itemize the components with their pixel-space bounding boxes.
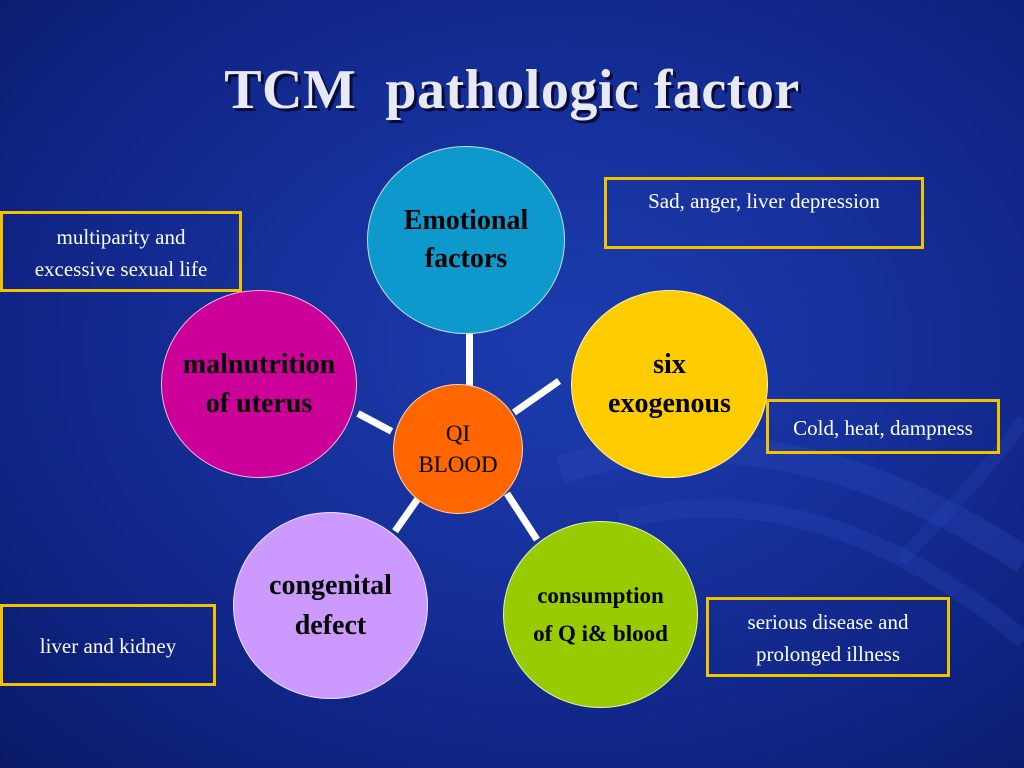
center-node-line1: QI — [445, 420, 471, 446]
connector-emotional — [466, 332, 473, 387]
node-malnutrition-line1: malnutrition — [182, 348, 336, 380]
node-malnutrition-of-uterus: malnutrition of uterus — [161, 290, 357, 478]
note-consumption: serious disease and prolonged illness — [706, 597, 950, 677]
node-congenital-line2: defect — [294, 609, 367, 641]
note-emotional-text: Sad, anger, liver depression — [648, 189, 880, 213]
center-node-qi-blood: QI BLOOD — [393, 384, 523, 514]
note-six-exogenous-text: Cold, heat, dampness — [793, 416, 973, 440]
note-malnutrition: multiparity and excessive sexual life — [0, 211, 242, 292]
note-malnutrition-line1: multiparity and — [56, 225, 186, 249]
note-congenital: liver and kidney — [0, 604, 216, 686]
node-consumption: consumption of Q i& blood — [503, 521, 698, 708]
node-congenital-defect: congenital defect — [233, 512, 428, 699]
node-emotional-line1: Emotional — [403, 205, 529, 237]
node-emotional-factors: Emotional factors — [367, 146, 565, 334]
note-consumption-line1: serious disease and — [747, 610, 909, 634]
note-consumption-line2: prolonged illness — [755, 641, 901, 666]
node-six-exogenous-line2: exogenous — [608, 388, 731, 419]
node-six-exogenous-line1: six — [653, 348, 686, 380]
node-malnutrition-line2: of uterus — [205, 388, 313, 419]
note-malnutrition-line2: excessive sexual life — [34, 256, 208, 281]
note-emotional: Sad, anger, liver depression — [604, 177, 924, 249]
node-consumption-line1: consumption — [537, 582, 664, 608]
node-emotional-line2: factors — [424, 243, 508, 274]
node-six-exogenous: six exogenous — [571, 290, 768, 478]
note-six-exogenous: Cold, heat, dampness — [766, 399, 1000, 454]
note-congenital-text: liver and kidney — [39, 634, 177, 658]
node-congenital-line1: congenital — [269, 570, 392, 602]
center-node-line2: BLOOD — [418, 452, 498, 477]
slide-title: TCM pathologic factor — [224, 59, 800, 121]
node-consumption-line2: of Q i& blood — [533, 620, 668, 646]
